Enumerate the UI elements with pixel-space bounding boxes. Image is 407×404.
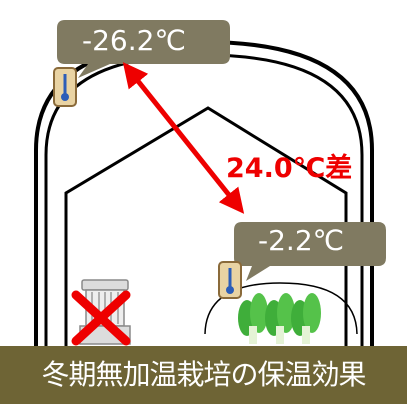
vegetable-icon <box>238 293 268 344</box>
temperature-difference-arrow <box>122 62 245 214</box>
caption-title: 冬期無加温栽培の保温効果 <box>41 358 366 391</box>
thermometer-icon <box>53 67 77 107</box>
vegetable-icon <box>291 293 321 344</box>
inside-temperature-label: -2.2℃ <box>258 224 345 257</box>
cross-mark-icon <box>71 290 131 346</box>
inside-temp-callout <box>234 222 386 281</box>
low-tunnel-arc <box>204 282 358 335</box>
outside-temperature-label: -26.2℃ <box>82 24 186 57</box>
thermometer-icon <box>218 261 242 299</box>
ground-bar <box>0 346 407 404</box>
vegetable-icon <box>265 293 295 344</box>
temperature-difference-label: 24.0℃差 <box>226 153 353 184</box>
